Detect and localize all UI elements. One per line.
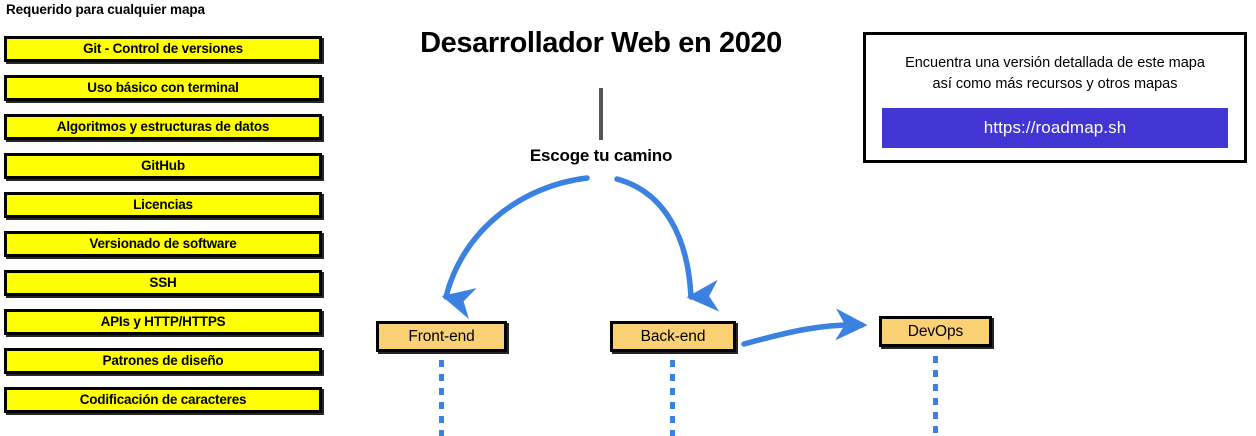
- required-item-licenses[interactable]: Licencias: [4, 192, 322, 218]
- flow-node-frontend[interactable]: Front-end: [376, 321, 507, 352]
- roadmap-link-button[interactable]: https://roadmap.sh: [882, 108, 1228, 148]
- required-item-character-encoding[interactable]: Codificación de caracteres: [4, 387, 322, 413]
- required-item-label: SSH: [149, 275, 177, 291]
- info-card-line1: Encuentra una versión detallada de este …: [905, 55, 1205, 71]
- required-item-label: Algoritmos y estructuras de datos: [56, 119, 270, 135]
- choose-path-label: Escoge tu camino: [529, 146, 673, 165]
- page-title: Desarrollador Web en 2020: [420, 27, 782, 59]
- required-item-versioning[interactable]: Versionado de software: [4, 231, 322, 257]
- required-item-label: Codificación de caracteres: [79, 392, 247, 408]
- required-item-algorithms[interactable]: Algoritmos y estructuras de datos: [4, 114, 322, 140]
- info-card-line2: así como más recursos y otros mapas: [932, 76, 1178, 93]
- flow-node-devops[interactable]: DevOps: [879, 316, 992, 347]
- required-skills-column: Requerido para cualquier mapa Git - Cont…: [0, 0, 330, 436]
- dashed-connector-frontend: [439, 360, 444, 436]
- info-card: Encuentra una versión detallada de este …: [863, 32, 1247, 163]
- flow-node-backend[interactable]: Back-end: [610, 321, 736, 352]
- required-item-label: Git - Control de versiones: [83, 41, 243, 57]
- roadmap-link-label: https://roadmap.sh: [983, 118, 1127, 137]
- required-item-label: Uso básico con terminal: [87, 80, 239, 96]
- required-item-label: Versionado de software: [89, 236, 237, 252]
- required-item-label: Licencias: [133, 197, 193, 213]
- arrow-choose-path-to-backend: [614, 176, 720, 312]
- flow-node-label: Front-end: [408, 327, 475, 345]
- required-section-heading: Requerido para cualquier mapa: [6, 2, 205, 17]
- required-item-design-patterns[interactable]: Patrones de diseño: [4, 348, 322, 374]
- required-skills-list: Git - Control de versiones Uso básico co…: [4, 36, 322, 426]
- required-item-terminal[interactable]: Uso básico con terminal: [4, 75, 322, 101]
- required-item-label: Patrones de diseño: [102, 353, 224, 369]
- dashed-connector-devops: [933, 356, 938, 436]
- title-stem-connector: [599, 88, 603, 140]
- flow-node-label: DevOps: [907, 322, 964, 340]
- required-item-github[interactable]: GitHub: [4, 153, 322, 179]
- arrow-choose-path-to-frontend: [441, 175, 590, 320]
- dashed-connector-backend: [670, 360, 675, 436]
- required-item-git[interactable]: Git - Control de versiones: [4, 36, 322, 62]
- flow-node-label: Back-end: [640, 327, 706, 345]
- required-item-ssh[interactable]: SSH: [4, 270, 322, 296]
- required-item-apis-http[interactable]: APIs y HTTP/HTTPS: [4, 309, 322, 335]
- required-item-label: GitHub: [141, 158, 185, 174]
- info-card-text: Encuentra una versión detallada de este …: [878, 53, 1232, 95]
- required-item-label: APIs y HTTP/HTTPS: [100, 314, 226, 330]
- arrow-backend-to-devops: [741, 308, 868, 347]
